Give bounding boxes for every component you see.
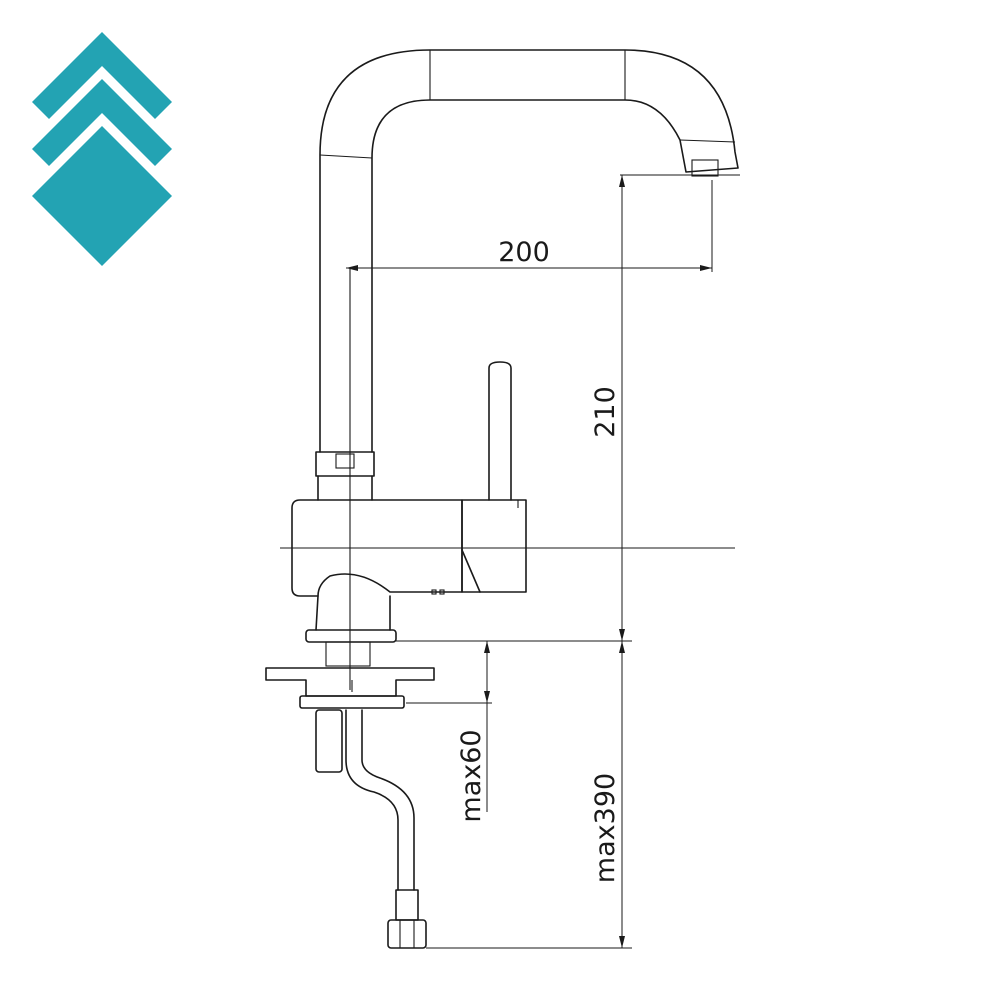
centerlines	[280, 268, 735, 690]
dim-label-max-hose-length: max390	[590, 773, 621, 883]
dim-label-spout-reach: 200	[498, 237, 550, 268]
spout-collar	[315, 451, 375, 501]
dim-label-max-mount-thickness: max60	[456, 729, 487, 822]
logo-diamond-top	[32, 32, 172, 119]
lever-handle	[488, 361, 512, 501]
logo-diamond-bottom	[32, 126, 172, 266]
dimension-spout-reach: 200	[346, 180, 713, 272]
mounting-base	[265, 595, 435, 709]
dimension-spout-height: 210	[590, 174, 740, 641]
dimension-max-mount-thickness: max60	[406, 641, 492, 823]
logo-diamond-middle	[32, 79, 172, 166]
stacked-diamonds-logo-icon	[32, 32, 172, 266]
dimension-max-hose-length: max390	[426, 641, 632, 949]
dim-label-spout-height: 210	[590, 386, 621, 438]
spout	[319, 49, 739, 453]
inlet-pipes	[315, 709, 427, 949]
